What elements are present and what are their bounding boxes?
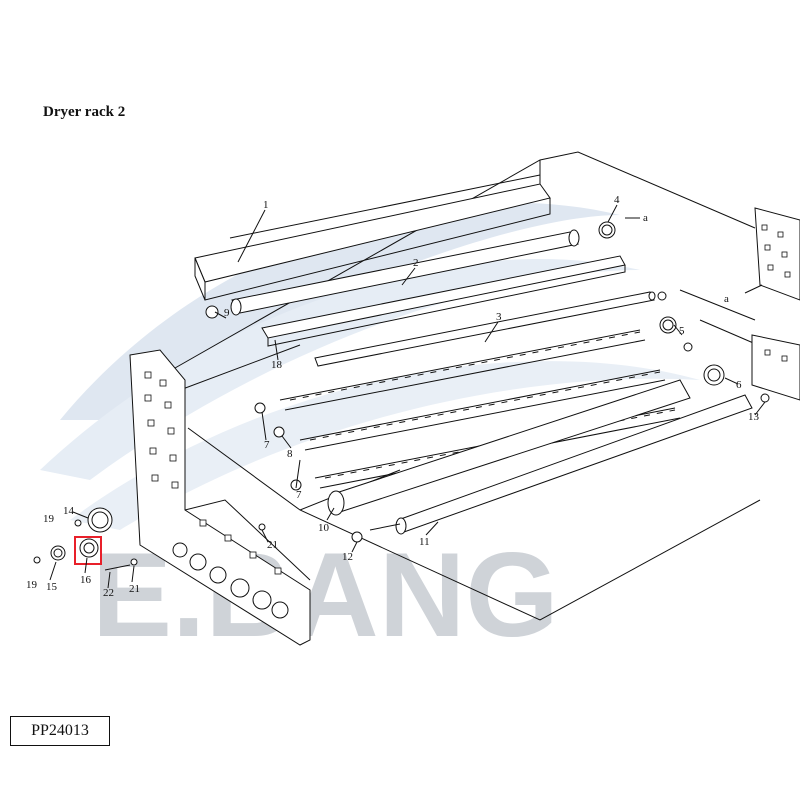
frame-lines [167, 151, 761, 621]
part-2-roller [230, 229, 580, 316]
diagram-title: Dryer rack 2 [43, 104, 126, 120]
callout-5: 5 [679, 325, 685, 337]
callout-a2: a [724, 293, 729, 305]
part-18-strip [261, 255, 626, 347]
callout-15: 15 [46, 581, 58, 593]
highlight-box-part-16 [74, 536, 102, 565]
callout-14: 14 [63, 505, 75, 517]
long-rollers [327, 379, 753, 535]
callout-8: 8 [287, 448, 293, 460]
callouts: 1 2 3 4 5 6 7 8 7 9 10 11 12 13 14 15 16… [26, 194, 760, 599]
callout-21b: 21 [129, 583, 140, 595]
part-3-rod [314, 291, 656, 367]
callout-a1: a [643, 212, 648, 224]
callout-7b: 7 [296, 489, 302, 501]
callout-10: 10 [318, 522, 330, 534]
callout-2: 2 [413, 257, 419, 269]
leader-lines [49, 204, 766, 589]
part-code-box: PP24013 [10, 716, 110, 746]
callout-13: 13 [748, 411, 760, 423]
callout-6: 6 [736, 379, 742, 391]
callout-18: 18 [271, 359, 283, 371]
callout-3: 3 [496, 311, 502, 323]
left-side-plate [129, 349, 311, 646]
callout-21a: 21 [267, 539, 278, 551]
callout-19a: 19 [43, 513, 55, 525]
callout-7a: 7 [264, 439, 270, 451]
callout-19b: 19 [26, 579, 38, 591]
callout-11: 11 [419, 536, 430, 548]
callout-22: 22 [103, 587, 114, 599]
callout-4: 4 [614, 194, 620, 206]
right-side-plate [751, 207, 800, 401]
callout-9: 9 [224, 307, 230, 319]
part-1-channel [194, 174, 551, 301]
callout-16: 16 [80, 574, 92, 586]
callout-12: 12 [342, 551, 353, 563]
callout-1: 1 [263, 199, 269, 211]
